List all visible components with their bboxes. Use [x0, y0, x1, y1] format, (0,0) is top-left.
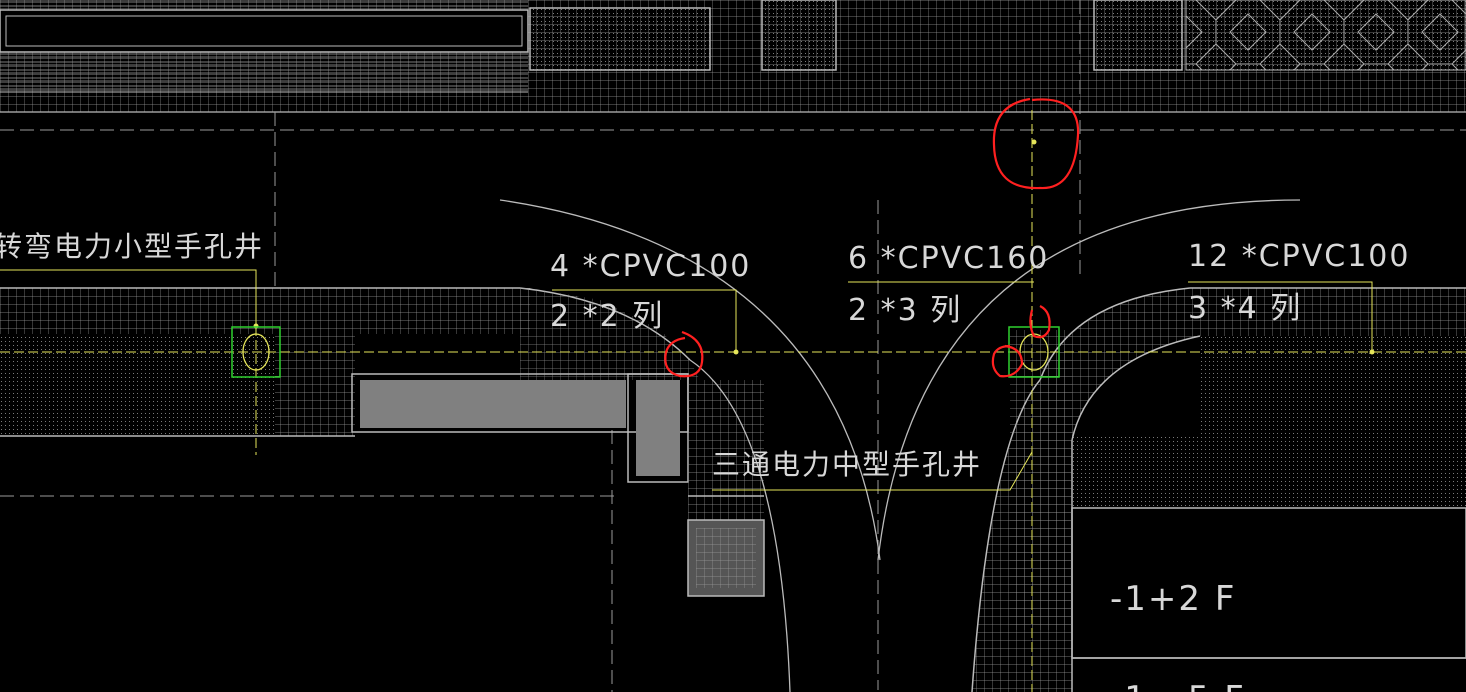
cable-b-spec: 6 *CPVC160 — [848, 241, 1049, 276]
markup-circle-left — [664, 330, 704, 378]
markup-mark-lower — [991, 344, 1024, 378]
cable-a-spec: 4 *CPVC100 — [550, 249, 751, 284]
markup-mark-upper — [1029, 305, 1051, 339]
top-building-band — [0, 0, 1466, 113]
floor-label-b: -1 - 5 F — [1110, 679, 1246, 692]
cable-c-spec: 12 *CPVC100 — [1188, 239, 1410, 274]
road-curves — [499, 199, 1301, 692]
leader-dots — [253, 139, 1375, 355]
annotation-leaders — [0, 269, 1373, 491]
cable-c-layout: 3 *4 列 — [1188, 291, 1302, 326]
grey-building-block — [351, 373, 765, 597]
markup-circle-top — [992, 97, 1080, 190]
left-road-strip — [0, 287, 700, 437]
right-road-strip — [971, 287, 1466, 692]
red-markups — [664, 97, 1080, 378]
drawing-labels: 转弯电力小型手孔井 4 *CPVC100 2 *2 列 6 *CPVC160 2… — [0, 230, 1410, 692]
medium-pit-label: 三通电力中型手孔井 — [712, 448, 982, 481]
small-pit-label: 转弯电力小型手孔井 — [0, 230, 264, 263]
floor-label-a: -1+2 F — [1110, 579, 1236, 619]
cable-a-layout: 2 *2 列 — [550, 299, 664, 334]
small-hand-hole[interactable] — [231, 326, 281, 378]
cable-b-layout: 2 *3 列 — [848, 293, 962, 328]
